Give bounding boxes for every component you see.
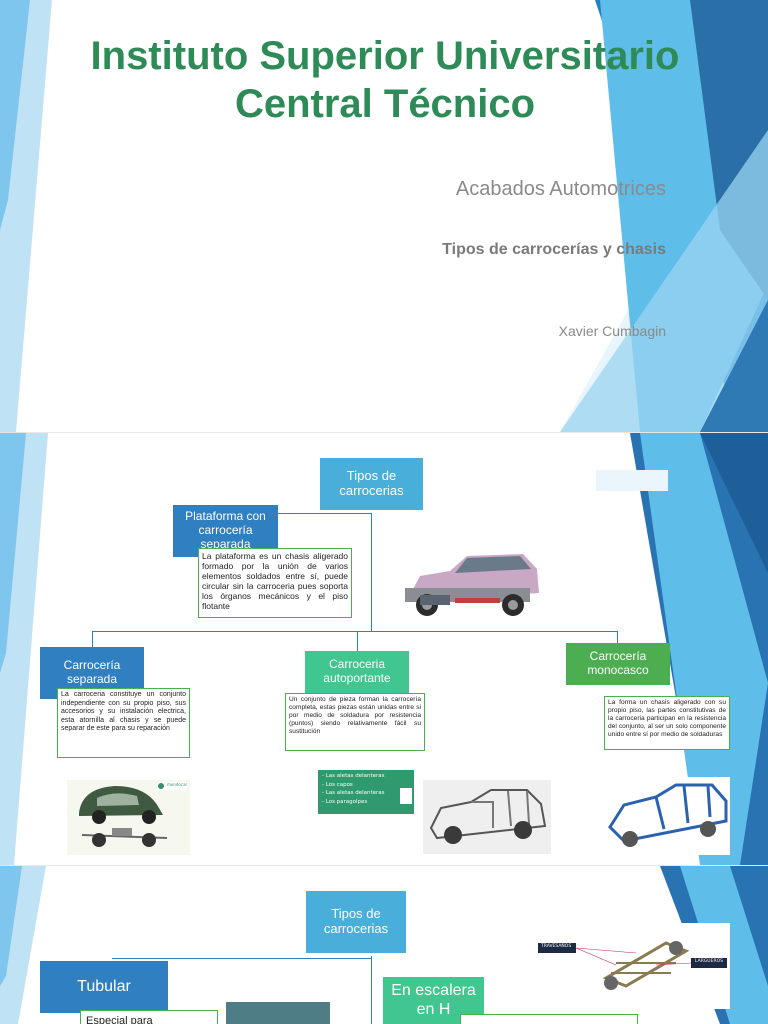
diagram-label: LARGUEROS (695, 959, 723, 964)
suv-chassis-image (395, 543, 545, 623)
monocoque-frame-image (604, 777, 730, 855)
white-strip (596, 470, 668, 491)
connector-line (225, 513, 371, 514)
diagram-label: TRAVESAÑOS (541, 944, 572, 949)
ladder-chassis-diagram: TRAVESAÑOS LARGUEROS (536, 923, 730, 1009)
part-item: - Los capos (322, 781, 353, 788)
monocasco-description: La forma un chasis aligerado con su prop… (604, 696, 730, 750)
title-slide: Instituto Superior Universitario Central… (0, 0, 768, 432)
autoportante-node: Carroceria autoportante (305, 651, 409, 693)
part-item: - Los paragolpes (322, 798, 368, 805)
slide-divider (0, 432, 768, 433)
connector-line (371, 956, 372, 1024)
separada-description: La carroceria constituye un conjunto ind… (57, 688, 190, 758)
part-item: - Las aletas delanteras (322, 773, 385, 779)
escalera-description-box (460, 1014, 638, 1024)
autoportante-parts-list: - Las aletas delanteras - Los capos - La… (318, 770, 414, 814)
monocasco-node: Carrocería monocasco (566, 643, 670, 685)
course-subtitle: Acabados Automotrices (455, 178, 666, 200)
connector-line (617, 631, 618, 643)
slide-divider (0, 865, 768, 866)
tubular-frame-image (226, 1002, 330, 1024)
slide-background-shapes (0, 0, 768, 432)
connector-line (371, 513, 372, 631)
parts-list-marker (400, 788, 412, 804)
unibody-shell-image (423, 780, 551, 854)
connector-line (92, 631, 93, 647)
connector-line (112, 958, 372, 959)
root-node: Tipos de carrocerias (306, 891, 406, 953)
autoportante-description: Un conjunto de pieza forman la carrocerí… (285, 693, 425, 751)
author-name: Xavier Cumbagin (558, 323, 666, 339)
beetle-chassis-image: mondocar (67, 780, 190, 855)
tubular-description: Especial para (80, 1010, 218, 1024)
slide-background-shapes (0, 433, 768, 865)
tubular-node: Tubular (40, 961, 168, 1013)
part-item: - Las aletas delanteras (322, 790, 385, 796)
connector-line (357, 631, 358, 651)
types-slide: Tipos de carrocerias Plataforma con carr… (0, 433, 768, 865)
platform-description: La plataforma es un chasis aligerado for… (198, 548, 352, 618)
mondocar-logo-text: mondocar (167, 782, 188, 787)
topic-heading: Tipos de carrocerías y chasis (442, 241, 666, 258)
page-title: Instituto Superior Universitario Central… (90, 34, 680, 126)
root-node: Tipos de carrocerias (320, 458, 423, 510)
types-slide-2: Tipos de carrocerias TRAVESAÑOS LARGUERO… (0, 866, 768, 1024)
connector-line (92, 631, 618, 632)
